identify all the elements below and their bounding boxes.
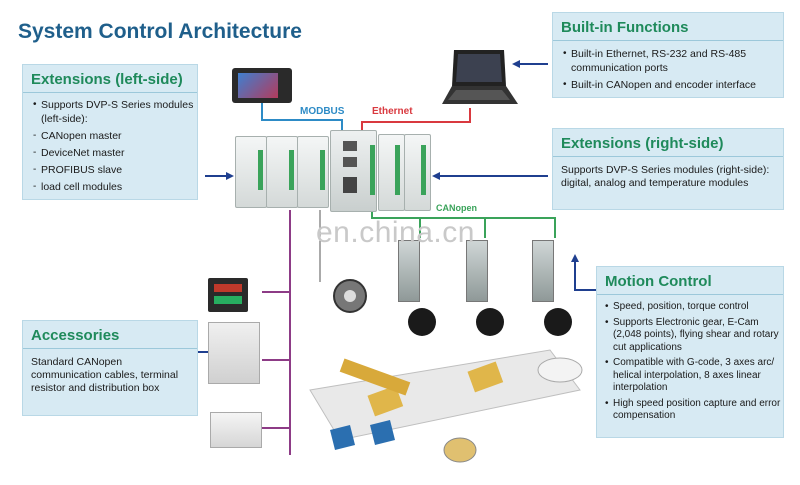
modbus-label: MODBUS: [300, 106, 345, 117]
list-item: DeviceNet master: [33, 146, 197, 160]
motion-control-heading: Motion Control: [605, 273, 712, 290]
right-extensions-text: Supports DVP-S Series modules (right-sid…: [561, 164, 770, 189]
canopen-label: CANopen: [436, 203, 477, 213]
canopen-line: [371, 210, 556, 238]
right-ext-module-1: [378, 134, 405, 211]
servo-drive-3: [532, 240, 554, 302]
accessories-heading: Accessories: [31, 327, 120, 344]
accessories-text: Standard CANopen communication cables, t…: [31, 356, 179, 394]
conveyor-belt: [309, 349, 583, 463]
left-extensions-panel: Extensions (left-side) Supports DVP-S Se…: [22, 64, 198, 200]
modbus-line: [261, 103, 343, 138]
list-item: Compatible with G-code, 3 axes arc/ heli…: [605, 357, 783, 395]
encoder-icon: [333, 279, 367, 313]
built-in-functions-panel: Built-in Functions Built-in Ethernet, RS…: [552, 12, 784, 98]
ethernet-label: Ethernet: [372, 106, 413, 117]
built-in-heading: Built-in Functions: [561, 19, 689, 36]
laptop-icon: [442, 50, 518, 104]
servo-motors: [408, 308, 572, 336]
list-item: Speed, position, torque control: [605, 301, 783, 314]
list-item: Built-in Ethernet, RS-232 and RS-485 com…: [563, 47, 783, 75]
power-supply: [208, 322, 260, 384]
left-extensions-heading: Extensions (left-side): [31, 71, 183, 88]
servo-drive-1: [398, 240, 420, 302]
list-item: High speed position capture and error co…: [605, 398, 783, 423]
motion-control-panel: Motion Control Speed, position, torque c…: [596, 266, 784, 438]
list-item: load cell modules: [33, 180, 197, 194]
controller-cpu: [330, 130, 377, 212]
page-title: System Control Architecture: [18, 20, 302, 43]
distribution-box: [210, 412, 262, 448]
right-extensions-heading: Extensions (right-side): [561, 135, 724, 152]
accessories-panel: Accessories Standard CANopen communicati…: [22, 320, 198, 416]
list-item: Supports Electronic gear, E-Cam (2,048 p…: [605, 317, 783, 355]
list-item: Built-in CANopen and encoder interface: [563, 78, 783, 92]
list-item: PROFIBUS slave: [33, 163, 197, 177]
left-extensions-intro: Supports DVP-S Series modules (left-side…: [33, 98, 197, 126]
temperature-controller: [208, 278, 248, 312]
list-item: CANopen master: [33, 129, 197, 143]
hmi-panel: [232, 68, 292, 103]
left-ext-module-2: [266, 136, 298, 208]
watermark: en.china.cn: [316, 216, 475, 249]
right-extensions-panel: Extensions (right-side) Supports DVP-S S…: [552, 128, 784, 210]
right-ext-module-2: [404, 134, 431, 211]
servo-drive-2: [466, 240, 488, 302]
